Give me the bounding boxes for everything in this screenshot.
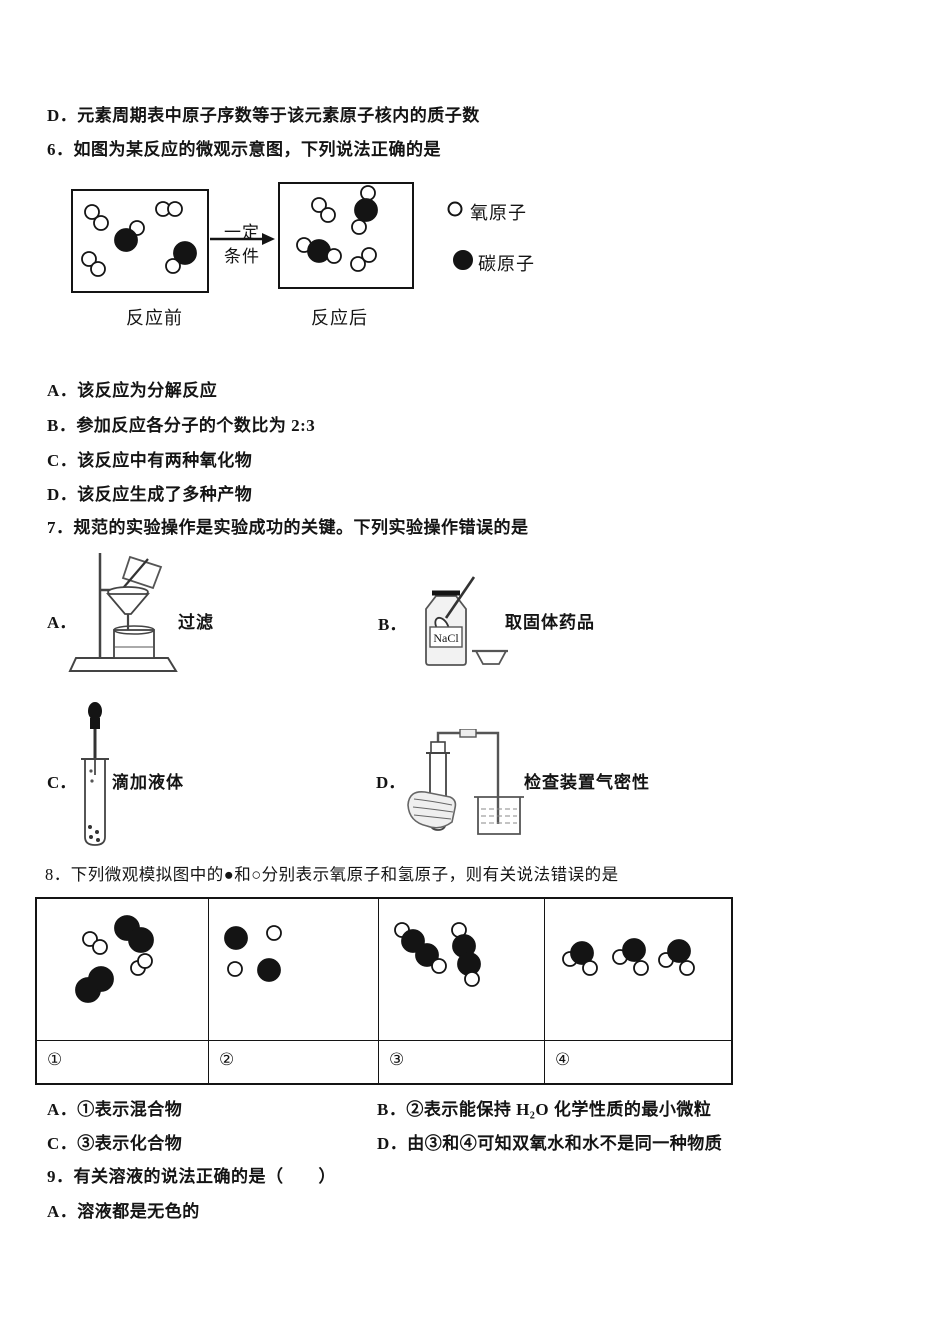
cell-3-molecules	[394, 922, 481, 987]
q8-molecular-table: ① ② ③ ④	[35, 897, 733, 1085]
q6-option-d: D．该反应生成了多种产物	[47, 485, 253, 504]
airtightness-figure	[400, 729, 530, 843]
q7-item-b-letter: B．	[378, 615, 407, 634]
q8-cell-2-label: ②	[208, 1040, 378, 1083]
bottle-label-text: NaCl	[433, 631, 459, 645]
reagent-bottle-icon: NaCl	[425, 576, 508, 666]
q8-cell-3-label: ③	[378, 1040, 544, 1083]
carbon-atom-legend-icon	[453, 250, 473, 270]
cell-4-molecules	[562, 938, 695, 976]
legend-carbon-label: 碳原子	[478, 254, 535, 274]
after-label: 反应后	[311, 308, 368, 328]
q8-option-a: A．①表示混合物	[47, 1100, 183, 1119]
oxygen-atom-legend-icon	[447, 201, 463, 217]
dropper-figure	[76, 701, 116, 849]
q6-option-a: A．该反应为分解反应	[47, 381, 218, 400]
q8-stem: 8．下列微观模拟图中的●和○分别表示氧原子和氢原子，则有关说法错误的是	[45, 865, 619, 884]
filtration-apparatus-icon	[68, 553, 178, 672]
arrow-condition-top: 一定	[224, 223, 260, 242]
q8-cell-4-label: ④	[544, 1040, 731, 1083]
q6-reaction-figure: 一定 条件 反应前 反应后 氧原子 碳原子	[60, 178, 580, 338]
arrow-condition-bottom: 条件	[224, 247, 260, 266]
reagent-bottle-figure: NaCl	[406, 574, 508, 669]
q6-option-b: B．参加反应各分子的个数比为 2:3	[47, 416, 316, 435]
q8-option-c: C．③表示化合物	[47, 1134, 183, 1153]
before-box	[71, 189, 209, 293]
after-box	[278, 182, 414, 289]
dropper-test-tube-icon	[81, 702, 109, 846]
before-molecules	[81, 201, 197, 277]
airtightness-apparatus-icon	[407, 729, 524, 835]
q7-item-b-caption: 取固体药品	[505, 613, 595, 632]
q6-stem: 6．如图为某反应的微观示意图，下列说法正确的是	[47, 140, 441, 159]
q7-item-a-letter: A．	[47, 613, 77, 632]
q8-cell-4-image	[544, 899, 731, 1040]
q7-item-c-letter: C．	[47, 773, 77, 792]
hand-icon	[407, 790, 457, 829]
q8-cell-3-image	[378, 899, 544, 1040]
cell-1-molecules	[75, 915, 154, 1003]
cell-2-molecules	[224, 925, 282, 982]
q6-option-c: C．该反应中有两种氧化物	[47, 451, 253, 470]
q8-option-d: D．由③和④可知双氧水和水不是同一种物质	[377, 1134, 723, 1153]
q8-cell-2-image	[208, 899, 378, 1040]
q5-option-d: D．元素周期表中原子序数等于该元素原子核内的质子数	[47, 106, 480, 125]
q8-option-b: B．②表示能保持 H₂O 化学性质的最小微粒	[377, 1100, 712, 1119]
q9-stem: 9．有关溶液的说法正确的是（ ）	[47, 1167, 336, 1186]
q7-item-d-caption: 检查装置气密性	[524, 773, 650, 792]
q7-item-a-caption: 过滤	[178, 613, 214, 632]
q8-cell-1-image	[37, 899, 208, 1040]
q9-option-a: A．溶液都是无色的	[47, 1202, 200, 1221]
reaction-arrow-icon	[210, 233, 275, 245]
q7-item-c-caption: 滴加液体	[112, 773, 184, 792]
q8-cell-1-label: ①	[37, 1040, 208, 1083]
before-label: 反应前	[126, 308, 183, 328]
q7-item-d-letter: D．	[376, 773, 406, 792]
reaction-diagram	[71, 182, 473, 293]
legend-oxygen-label: 氧原子	[470, 203, 527, 223]
after-molecules	[296, 185, 378, 272]
q7-stem: 7．规范的实验操作是实验成功的关键。下列实验操作错误的是	[47, 518, 529, 537]
filtration-figure	[68, 550, 183, 676]
